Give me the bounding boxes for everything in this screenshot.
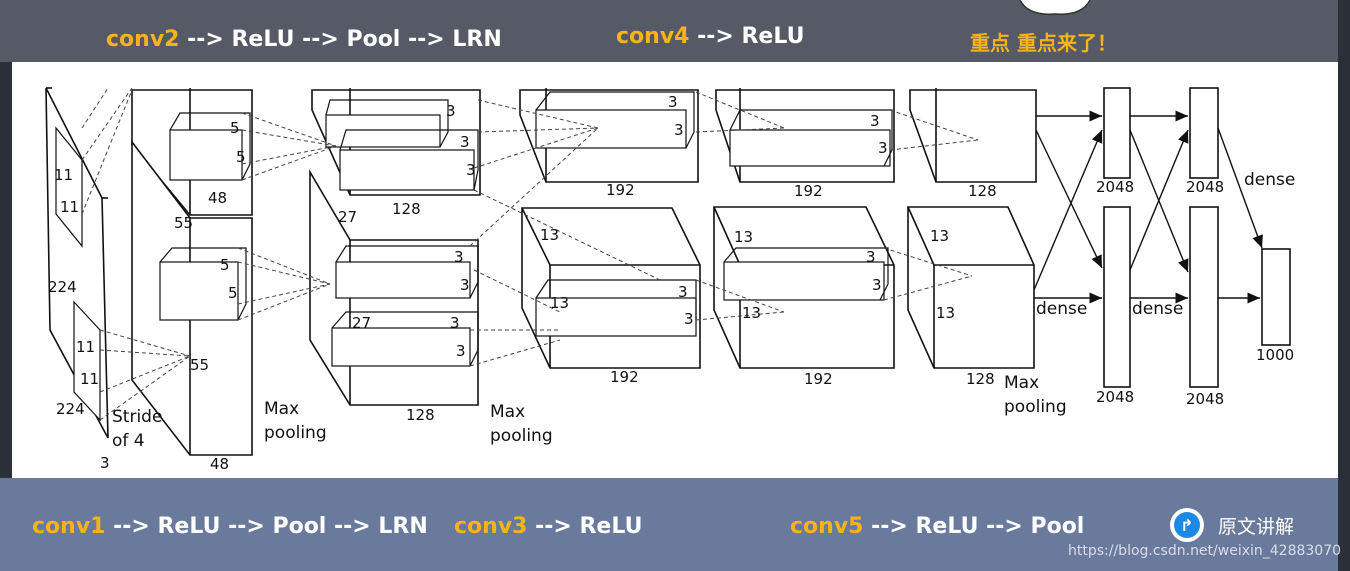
mascot-illustration [1019,0,1091,15]
conv2-kernel-label: 3 [466,161,476,179]
fc7-top [1189,87,1219,179]
highlight-note: 重点 重点来了！ [970,31,1117,55]
input-channels-label: 3 [100,454,110,472]
fc6-bottom [1103,206,1131,388]
conv2-kernel-label: 3 [456,342,466,360]
conv1-kernel-label: 5 [230,119,240,137]
conv2-size-label: 27 [338,208,357,226]
conv1-depth-label: 48 [210,455,229,473]
conv5-label: conv5 --> ReLU --> Pool [790,514,1085,539]
dense-label: dense [1036,299,1087,319]
conv5-size-label: 13 [936,304,955,322]
watermark: https://blog.csdn.net/weixin_42883070 [1068,543,1342,559]
conv4-kernel-label: 3 [870,112,880,130]
input-size-label: 224 [48,278,77,296]
frame-right [1338,0,1350,571]
fc7-bottom [1189,206,1219,388]
output-layer [1261,248,1291,346]
conv5-top-volume [909,89,1037,183]
conv5-bottom-volume [907,206,1035,369]
conv2-label: conv2 --> ReLU --> Pool --> LRN [106,27,502,52]
input-kernel-label: 11 [80,370,99,388]
pool2-label: Max [490,402,525,422]
output-units-label: 1000 [1256,346,1294,364]
conv4-size-label: 13 [742,304,761,322]
conv4-label: conv4 --> ReLU [616,24,805,49]
conv2-depth-label: 128 [392,200,421,218]
conv4-size-label: 13 [734,228,753,246]
conv2-kernel-label: 3 [450,314,460,332]
fc-units-label: 2048 [1186,390,1224,408]
conv1-kernel-label: 5 [236,148,246,166]
frame-left [0,0,12,571]
arrow-right-icon: ↱ [1170,508,1204,542]
original-article-link[interactable]: ↱ 原文讲解 [1170,508,1294,542]
conv1-depth-label: 48 [208,189,227,207]
pool3-label: pooling [1004,397,1067,417]
dense-label: dense [1244,170,1295,190]
conv5-depth-label: 128 [968,182,997,200]
fc-units-label: 2048 [1096,388,1134,406]
conv3-kernel-label: 3 [668,93,678,111]
conv1-size-label: 55 [190,356,209,374]
conv3-depth-label: 192 [610,368,639,386]
input-kernel-label: 11 [60,198,79,216]
fc-units-label: 2048 [1096,178,1134,196]
conv4-depth-label: 192 [794,182,823,200]
stride-label: Stride [112,407,162,427]
conv1-label: conv1 --> ReLU --> Pool --> LRN [32,514,428,539]
fc6-top [1103,87,1131,179]
conv5-depth-label: 128 [966,370,995,388]
dense-label: dense [1132,299,1183,319]
input-size-label: 224 [56,400,85,418]
conv3-size-label: 13 [550,294,569,312]
conv4-depth-label: 192 [804,370,833,388]
bottom-banner [0,478,1350,571]
conv1-kernel-label: 5 [220,256,230,274]
conv3-kernel-label: 3 [684,310,694,328]
conv2-size-label: 27 [352,314,371,332]
conv1-size-label: 55 [174,214,193,232]
conv3-size-label: 13 [540,226,559,244]
pool3-label: Max [1004,373,1039,393]
pool2-label: pooling [490,426,553,446]
conv3-kernel-label: 3 [674,121,684,139]
conv2-kernel-label: 3 [446,102,456,120]
conv2-depth-label: 128 [406,406,435,424]
pool1-label: Max [264,399,299,419]
conv3-kernel-label: 3 [678,283,688,301]
conv2-kernel-label: 3 [460,133,470,151]
conv1-kernel-label: 5 [228,284,238,302]
conv3-label: conv3 --> ReLU [454,514,643,539]
fc-units-label: 2048 [1186,178,1224,196]
top-banner [0,0,1350,62]
conv2-kernel-label: 3 [454,248,464,266]
conv3-depth-label: 192 [606,181,635,199]
input-kernel-label: 11 [76,338,95,356]
pool1-label: pooling [264,423,327,443]
conv4-kernel-label: 3 [878,139,888,157]
stride-label: of 4 [112,431,145,451]
conv4-kernel-label: 3 [872,276,882,294]
conv2-kernel-label: 3 [460,276,470,294]
conv5-size-label: 13 [930,227,949,245]
conv4-kernel-label: 3 [866,248,876,266]
input-kernel-label: 11 [54,166,73,184]
